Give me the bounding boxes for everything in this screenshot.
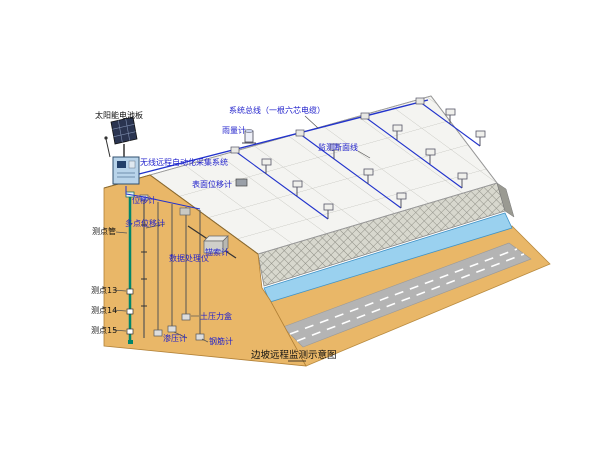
diagram-caption: 边坡远程监测示意图: [251, 349, 337, 361]
monitoring-post: [323, 203, 334, 219]
label-rain-gauge: 雨量计: [222, 125, 246, 135]
leader-line: [304, 115, 319, 129]
measuring-point-marker: [126, 308, 134, 315]
cables: [125, 97, 481, 220]
monitoring-post: [396, 192, 407, 208]
monitoring-post: [425, 148, 436, 164]
road: [282, 242, 532, 348]
labels: 太阳能电池板 系统总线（一根六芯电缆） 雨量计 监测断面线 无线远程自动化采集系…: [91, 105, 358, 362]
surface-displacement-icon: [235, 178, 248, 187]
label-wireless-acquisition-system: 无线远程自动化采集系统: [140, 157, 228, 167]
label-solar-panel: 太阳能电池板: [95, 110, 143, 120]
bus-junction-box: [230, 146, 240, 154]
road-dash-line: [296, 253, 525, 342]
cabinet-panel: [128, 160, 136, 169]
solar-panel-icon: [110, 116, 138, 145]
monitoring-post: [445, 108, 456, 124]
monitoring-post: [329, 143, 340, 159]
solar-panel-grid: [125, 118, 130, 141]
label-data-processor: 数据处理仪: [169, 253, 209, 263]
label-system-bus: 系统总线（一根六芯电缆）: [229, 105, 325, 115]
label-surface-displacement-gauge: 表面位移计: [192, 179, 232, 189]
label-piezometer: 渗压计: [163, 333, 187, 343]
label-rebar-gauge: 钢筋计: [209, 336, 233, 346]
label-displacement-gauge: 位移计: [132, 195, 156, 205]
station-equipment: [104, 116, 256, 254]
data-processor-side: [222, 235, 229, 254]
post-box: [329, 143, 340, 151]
measuring-point-marker: [126, 328, 134, 335]
leader-line: [201, 338, 209, 343]
monitoring-post: [363, 168, 374, 184]
monitoring-post: [392, 124, 403, 140]
leader-line: [112, 289, 127, 292]
terrain: [103, 95, 551, 367]
post-box: [396, 192, 407, 200]
monitoring-post: [261, 158, 272, 174]
leader-line: [112, 329, 127, 332]
piezometer-sensor: [167, 325, 177, 333]
cabinet-screen: [117, 161, 126, 168]
instrument-box: [179, 207, 191, 216]
label-measuring-point-tube: 测点管: [92, 226, 116, 236]
label-measuring-point-13: 测点13: [91, 286, 117, 295]
road-dash-line: [289, 248, 518, 335]
post-box: [445, 108, 456, 116]
leader-line: [173, 331, 188, 339]
system-bus-cable: [138, 99, 429, 175]
post-box: [323, 203, 334, 211]
monitoring-post: [457, 172, 468, 188]
label-earth-pressure-cell: 土压力盒: [200, 311, 232, 321]
label-monitoring-section-line: 监测断面线: [318, 142, 358, 152]
cliff-top-wiring: [125, 186, 201, 210]
branch-cable: [234, 150, 329, 220]
post-box: [363, 168, 374, 176]
solar-panel-grid: [118, 120, 123, 143]
retaining-wall-hatch: [258, 183, 505, 286]
branch-cable: [364, 116, 463, 189]
bus-junction-box: [360, 112, 370, 120]
measuring-tube-tip: [128, 340, 133, 344]
monitoring-posts: [261, 108, 486, 219]
rebar-gauge-box: [195, 333, 205, 341]
leader-line: [145, 223, 166, 229]
label-measuring-point-14: 测点14: [91, 306, 117, 315]
label-measuring-point-15: 测点15: [91, 326, 117, 335]
label-multipoint-displacement-gauge: 多点位移计: [125, 218, 165, 228]
post-box: [475, 130, 486, 138]
earth-pressure-cell-box: [181, 313, 191, 321]
leader-lines: [112, 115, 371, 343]
antenna-mast: [105, 138, 111, 158]
branch-cable: [299, 133, 402, 209]
bus-junction-box: [295, 129, 305, 137]
retaining-wall-end-face: [496, 182, 515, 218]
post-box: [292, 180, 303, 188]
bus-junction-box: [415, 97, 425, 105]
post-box: [457, 172, 468, 180]
solar-panel-grid: [112, 124, 135, 130]
post-box: [261, 158, 272, 166]
antenna-tip: [104, 136, 108, 140]
post-box: [425, 148, 436, 156]
rain-gauge-mouth: [244, 129, 254, 133]
leader-line: [112, 309, 127, 312]
label-anchor-cable-gauge: 锚索计: [205, 247, 229, 257]
leader-line: [115, 231, 128, 234]
monitoring-post: [475, 130, 486, 146]
piezometer-sensor: [153, 329, 163, 337]
leader-line: [357, 150, 371, 159]
solar-panel-grid: [113, 131, 136, 137]
measuring-point-marker: [126, 288, 134, 295]
monitoring-post: [292, 180, 303, 196]
post-box: [392, 124, 403, 132]
